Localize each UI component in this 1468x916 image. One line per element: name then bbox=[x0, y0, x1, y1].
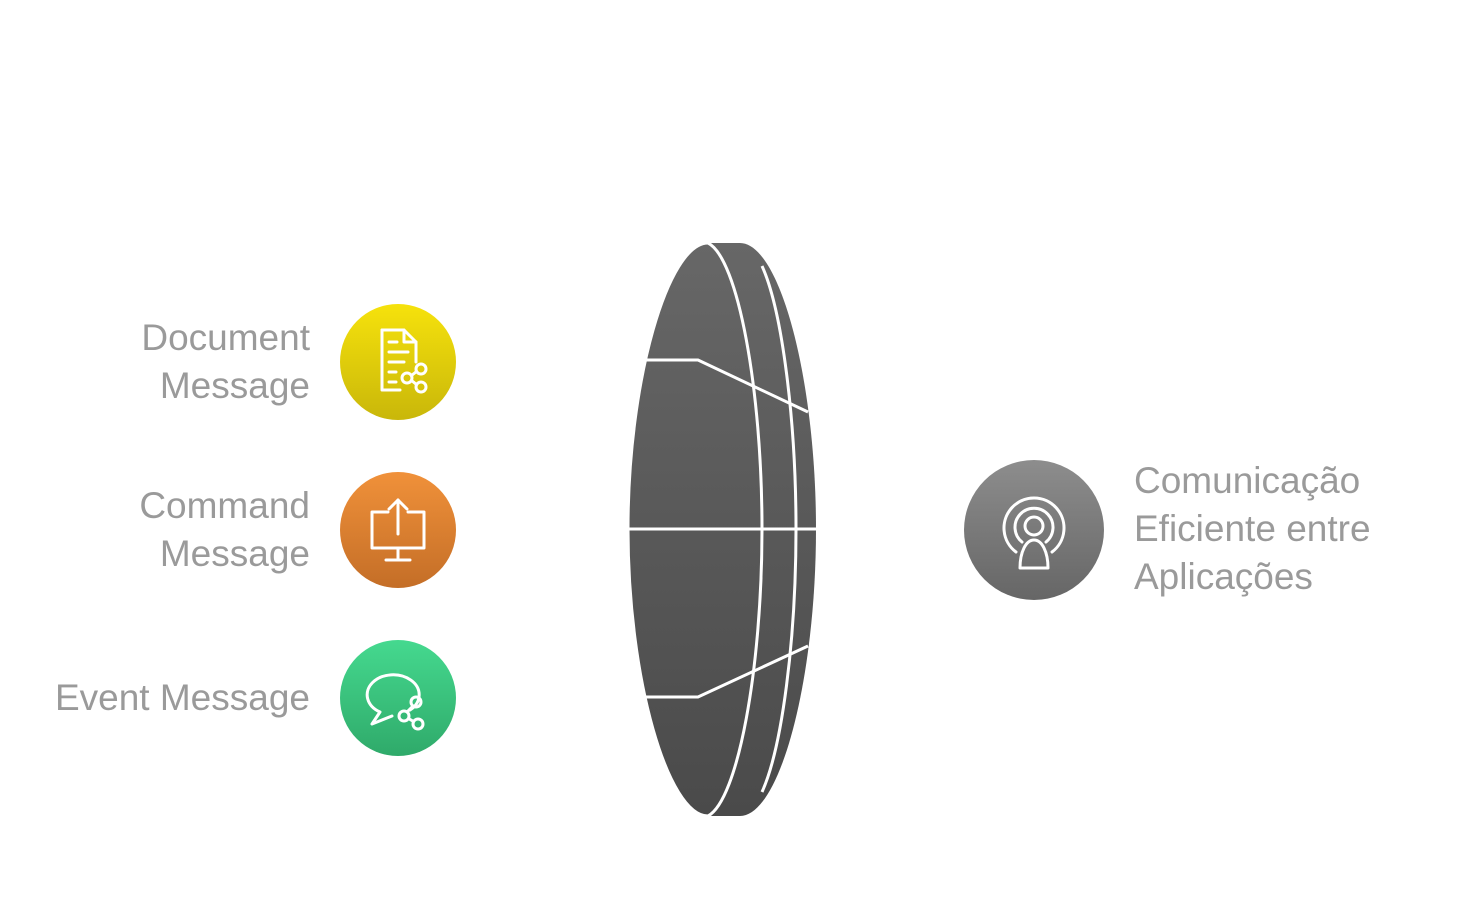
document-share-icon bbox=[380, 328, 428, 394]
command-message-line1: Command bbox=[139, 485, 310, 526]
document-message-line1: Document bbox=[141, 317, 310, 358]
lens-diagram bbox=[626, 241, 816, 818]
event-message-label: Event Message bbox=[55, 674, 310, 722]
monitor-upload-icon bbox=[370, 498, 426, 562]
command-message-line2: Message bbox=[159, 533, 310, 574]
document-message-line2: Message bbox=[159, 365, 310, 406]
output-line2: Eficiente entre bbox=[1134, 508, 1371, 549]
output-circle bbox=[964, 460, 1104, 600]
command-message-circle bbox=[340, 472, 456, 588]
lens-bottom-segment bbox=[646, 644, 809, 699]
event-message-line1: Event Message bbox=[54, 677, 310, 718]
output-line1: Comunicação bbox=[1134, 460, 1361, 501]
output-line3: Aplicações bbox=[1134, 556, 1313, 597]
document-message-label: Document Message bbox=[141, 314, 310, 410]
event-message-circle bbox=[340, 640, 456, 756]
output-label: Comunicação Eficiente entre Aplicações bbox=[1134, 457, 1371, 601]
command-message-label: Command Message bbox=[139, 482, 310, 578]
lens-top-segment bbox=[646, 358, 809, 414]
chat-share-icon bbox=[365, 673, 425, 731]
broadcast-person-icon bbox=[1002, 496, 1066, 570]
document-message-circle bbox=[340, 304, 456, 420]
